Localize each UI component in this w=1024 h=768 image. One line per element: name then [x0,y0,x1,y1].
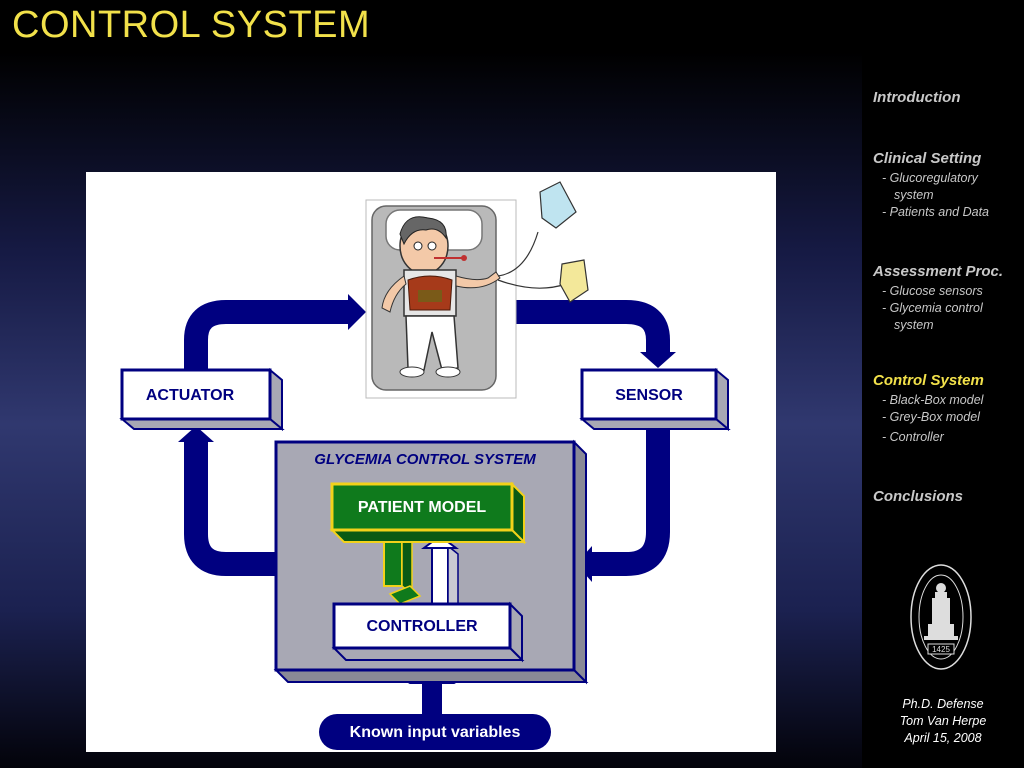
arrow-system-to-actuator [178,426,276,576]
arrow-actuator-to-patient [184,294,366,370]
arrow-sensor-to-system [576,420,670,582]
slide-content: ACTUATOR SENSOR GLYCEMIA CONTROL SYSTEM [0,52,862,768]
arrow-patient-to-sensor [484,300,676,368]
actuator-box: ACTUATOR [119,367,285,432]
seal-year: 1425 [932,645,950,654]
known-inputs-label: Known input variables [350,724,521,741]
nav-control-system[interactable]: Control System [873,372,984,389]
known-inputs-pill: Known input variables [319,714,551,750]
patient-illustration [365,181,589,399]
title-bar: CONTROL SYSTEM [0,0,1024,52]
nav-sub-grey-box[interactable]: - Grey-Box model [882,410,980,424]
system-title: GLYCEMIA CONTROL SYSTEM [314,451,536,468]
control-system-diagram: ACTUATOR SENSOR GLYCEMIA CONTROL SYSTEM [119,181,731,750]
patient-model-box: PATIENT MODEL [329,481,527,545]
sensor-box: SENSOR [579,367,731,432]
slide-title: CONTROL SYSTEM [12,4,371,46]
nav-sub-controller[interactable]: - Controller [882,430,944,444]
sensor-label: SENSOR [615,387,683,404]
sidebar-nav: Introduction Clinical Setting - Glucoreg… [862,52,1024,768]
nav-clinical-setting[interactable]: Clinical Setting [873,150,982,167]
nav-sub-patients-data[interactable]: - Patients and Data [882,205,990,219]
arrow-controller-to-model [421,534,459,605]
controller-label: CONTROLLER [366,618,478,635]
nav-conclusions[interactable]: Conclusions [873,488,964,505]
arrow-model-to-controller [383,528,422,605]
footer-line-1: Ph.D. Defense [902,697,984,711]
glycemia-control-system-box: GLYCEMIA CONTROL SYSTEM [273,439,589,685]
nav-sub-glycemia-control-cont: system [894,318,934,332]
nav-assessment-proc[interactable]: Assessment Proc. [873,263,1004,280]
footer-line-2: Tom Van Herpe [899,714,987,728]
university-seal-icon: 1425 [910,564,972,670]
footer-line-3: April 15, 2008 [904,731,982,745]
nav-sub-black-box[interactable]: - Black-Box model [882,393,984,407]
nav-sub-glucoregulatory-cont: system [894,188,934,202]
nav-sub-glucoregulatory[interactable]: - Glucoregulatory [882,171,978,185]
controller-box: CONTROLLER [331,601,525,663]
patient-model-label: PATIENT MODEL [358,499,487,516]
actuator-label: ACTUATOR [146,387,235,404]
nav-introduction[interactable]: Introduction [873,89,961,106]
nav-sub-glycemia-control[interactable]: - Glycemia control [882,301,983,315]
diagram-panel: ACTUATOR SENSOR GLYCEMIA CONTROL SYSTEM [86,172,776,752]
nav-sub-glucose-sensors[interactable]: - Glucose sensors [882,284,983,298]
footer-info: Ph.D. Defense Tom Van Herpe April 15, 20… [862,696,1024,747]
